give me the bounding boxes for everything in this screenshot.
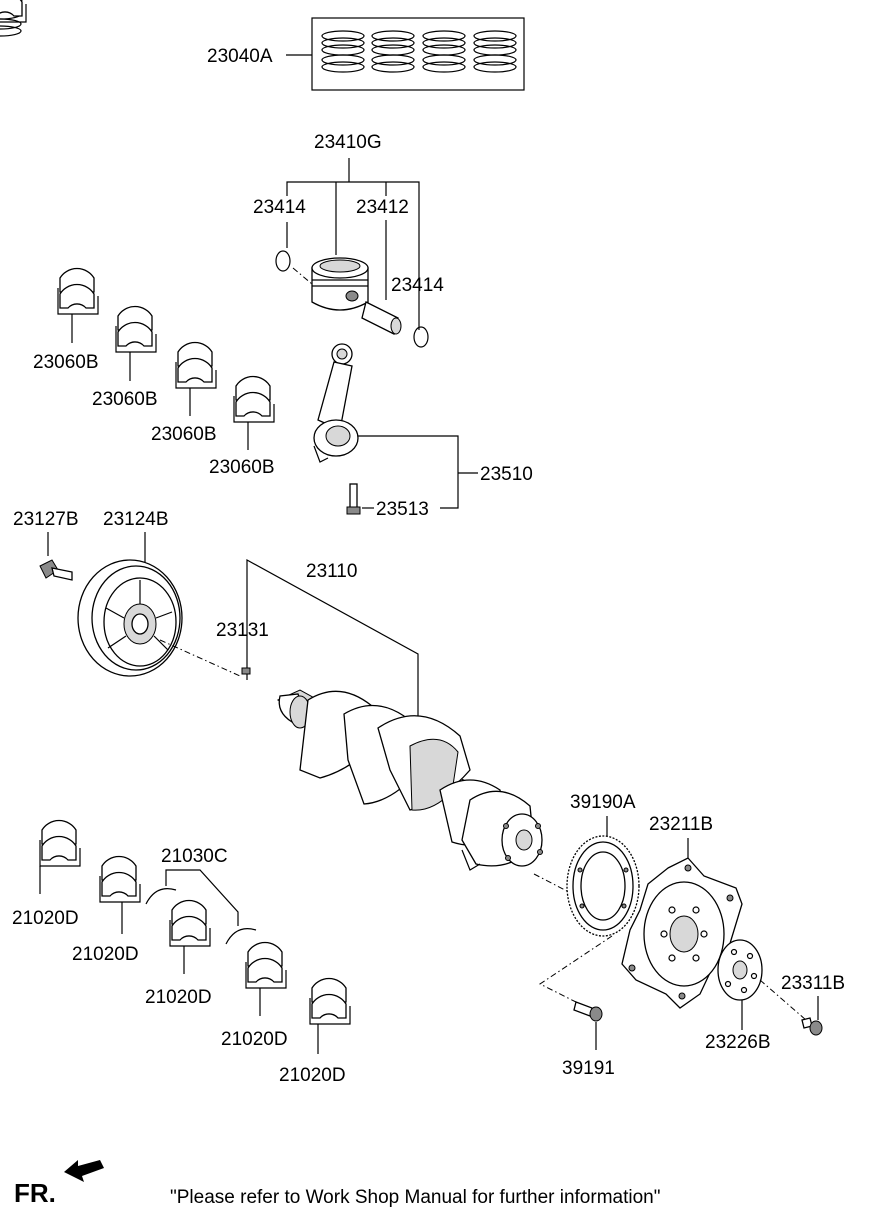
- crankshaft-key[interactable]: [241, 667, 251, 675]
- thrust-washer-left[interactable]: [145, 888, 177, 905]
- damper-pulley[interactable]: [77, 559, 183, 677]
- connecting-rod[interactable]: [313, 343, 359, 463]
- adapter-plate[interactable]: [717, 939, 763, 1001]
- main-bearing-3[interactable]: [169, 899, 211, 947]
- label-drive-plate: 23211B: [649, 814, 713, 835]
- label-crankshaft: 23110: [306, 561, 357, 582]
- main-bearing-2[interactable]: [99, 855, 141, 903]
- label-rod-bolt: 23513: [376, 499, 429, 520]
- label-rod-bearing-4: 23060B: [209, 457, 275, 478]
- rod-bearing-4[interactable]: [233, 375, 275, 423]
- piston-pin[interactable]: [361, 301, 402, 335]
- label-ring-bolt: 39191: [562, 1058, 615, 1079]
- label-rod-bearing-3: 23060B: [151, 424, 217, 445]
- fr-direction-label: FR.: [14, 1178, 56, 1208]
- main-bearing-5[interactable]: [309, 977, 351, 1025]
- rod-bearing-1[interactable]: [57, 267, 99, 315]
- label-rod-bearing-2: 23060B: [92, 389, 158, 410]
- drive-plate[interactable]: [621, 857, 743, 1009]
- piston[interactable]: [311, 257, 369, 311]
- label-adapter-plate: 23226B: [705, 1032, 771, 1053]
- snap-ring-right[interactable]: [413, 326, 429, 348]
- piston-ring-set[interactable]: [0, 0, 525, 91]
- main-bearing-4[interactable]: [245, 941, 287, 989]
- rod-bearing-3[interactable]: [175, 341, 217, 389]
- plate-bolt[interactable]: [801, 1017, 823, 1036]
- snap-ring-left[interactable]: [275, 250, 291, 272]
- workshop-manual-note: "Please refer to Work Shop Manual for fu…: [170, 1187, 660, 1208]
- label-damper-pulley: 23124B: [103, 509, 169, 530]
- label-rod-bearing-1: 23060B: [33, 352, 99, 373]
- label-main-bearing-2: 21020D: [72, 944, 139, 965]
- label-piston-assy: 23410G: [314, 132, 382, 153]
- rod-bearing-2[interactable]: [115, 305, 157, 353]
- label-main-bearing-5: 21020D: [279, 1065, 346, 1086]
- label-reluctor-ring: 39190A: [570, 792, 636, 813]
- label-pulley-bolt: 23127B: [13, 509, 79, 530]
- label-key: 23131: [216, 620, 269, 641]
- label-thrust-washer: 21030C: [161, 846, 228, 867]
- thrust-washer-right[interactable]: [225, 928, 257, 945]
- label-snap-ring-right: 23414: [391, 275, 444, 296]
- label-snap-ring-left: 23414: [253, 197, 306, 218]
- label-plate-bolt: 23311B: [781, 973, 845, 994]
- label-main-bearing-3: 21020D: [145, 987, 212, 1008]
- main-bearing-1[interactable]: [39, 819, 81, 867]
- label-ring-set: 23040A: [207, 46, 273, 67]
- label-connecting-rod: 23510: [480, 464, 533, 485]
- rod-bolt[interactable]: [346, 483, 361, 515]
- label-main-bearing-1: 21020D: [12, 908, 79, 929]
- label-piston-pin: 23412: [356, 197, 409, 218]
- crankshaft[interactable]: [276, 689, 543, 871]
- pulley-bolt[interactable]: [39, 559, 73, 581]
- front-arrow-icon: [64, 1160, 104, 1182]
- label-main-bearing-4: 21020D: [221, 1029, 288, 1050]
- ring-bolt[interactable]: [573, 1001, 603, 1022]
- reluctor-ring[interactable]: [566, 835, 640, 937]
